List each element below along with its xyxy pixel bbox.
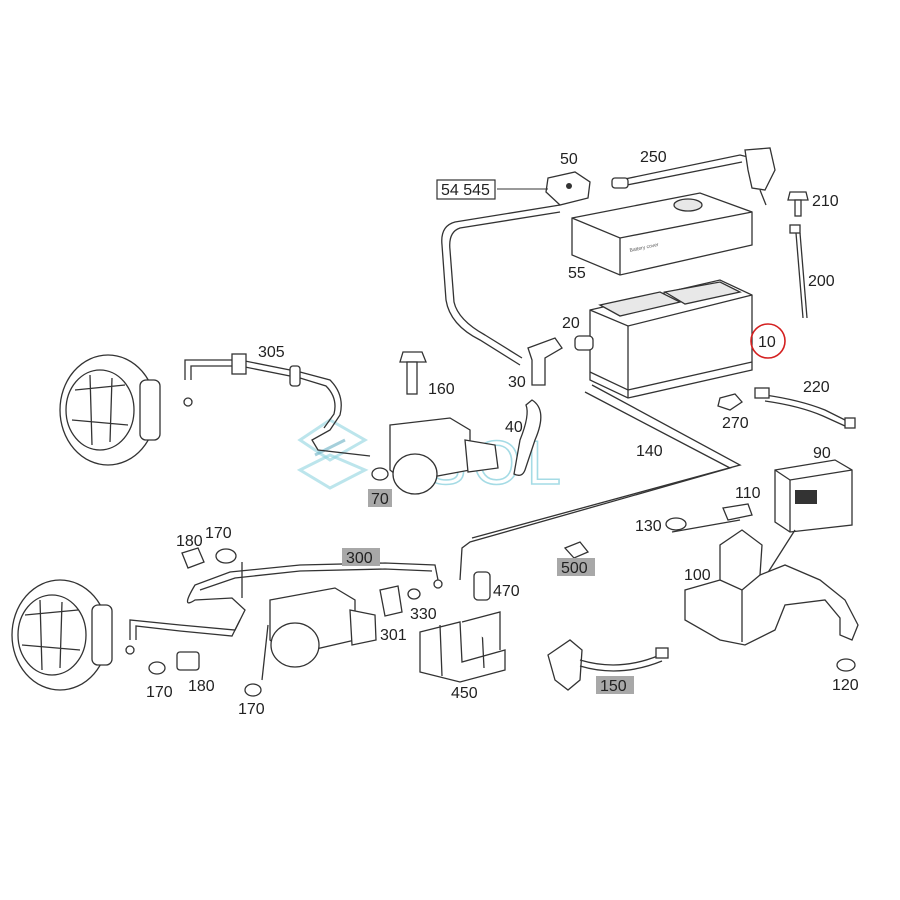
label-200: 200 [808,273,835,290]
label-270: 270 [722,415,749,432]
part-220-strap [754,387,856,429]
part-20-hose-end [574,335,594,351]
part-10-battery [589,279,753,399]
battery-cable [441,204,561,366]
label-170-upper: 170 [205,525,232,542]
highlight-300 [342,548,380,566]
part-100-bracket [684,529,859,646]
label-30: 30 [508,374,526,391]
part-120-nut [836,658,856,672]
label-180-lower: 180 [188,678,215,695]
label-301: 301 [380,627,407,644]
part-330-nut [407,588,421,600]
label-100: 100 [684,567,711,584]
part-301-terminal [379,585,403,617]
label-120: 120 [832,677,859,694]
label-110: 110 [735,485,761,502]
label-40: 40 [505,419,523,436]
part-180-connector-lower [176,651,200,671]
highlight-150 [596,676,634,694]
label-150: 150 [600,678,627,695]
part-150-strap [547,639,669,691]
label-220: 220 [803,379,830,396]
label-450: 450 [451,685,478,702]
part-50-bracket [545,171,591,206]
label-470: 470 [493,583,520,600]
label-20: 20 [562,315,580,332]
starter-lower [269,587,377,668]
part-70-nut [371,467,389,481]
label-70: 70 [371,491,389,508]
label-330: 330 [410,606,437,623]
label-305: 305 [258,344,285,361]
label-180-upper: 180 [176,533,203,550]
alternator-upper [59,354,161,466]
label-55: 55 [568,265,586,282]
part-210-bolt [787,191,809,217]
part-130-nut [665,517,687,531]
part-470-grommet [473,571,491,601]
label-170-lower-right: 170 [238,701,265,718]
part-500-clip [563,541,590,559]
label-500: 500 [561,560,588,577]
ref-code: 54 545 [441,182,490,199]
part-270-bolt [717,393,743,411]
label-170-lower-left: 170 [146,684,173,701]
part-140-wire [459,391,732,581]
part-450-holder [419,611,506,683]
part-160-bolt [399,351,427,395]
highlight-circle [750,323,786,359]
part-170-nut-c [244,683,262,697]
part-250-cable [611,147,776,206]
part-40-hose [513,399,542,476]
highlight-500 [557,558,595,576]
part-170-nut-a [215,548,237,564]
label-160: 160 [428,381,455,398]
label-300: 300 [346,550,373,567]
label-130: 130 [635,518,662,535]
alternator-lower [11,579,113,691]
part-170-nut-b [148,661,166,675]
highlight-70 [368,489,392,507]
part-200-rod [789,224,808,319]
part-110-cap [722,503,753,521]
part-180-connector-upper [181,547,205,569]
label-210: 210 [812,193,839,210]
ref-code-box [436,179,496,200]
label-10: 10 [758,334,776,351]
label-250: 250 [640,149,667,166]
label-140: 140 [636,443,663,460]
part-90-box [774,459,853,533]
starter-upper [389,417,499,495]
label-90: 90 [813,445,831,462]
label-50: 50 [560,151,578,168]
part-30-elbow [527,337,563,386]
part-55-cover: Battery cover [571,192,753,276]
